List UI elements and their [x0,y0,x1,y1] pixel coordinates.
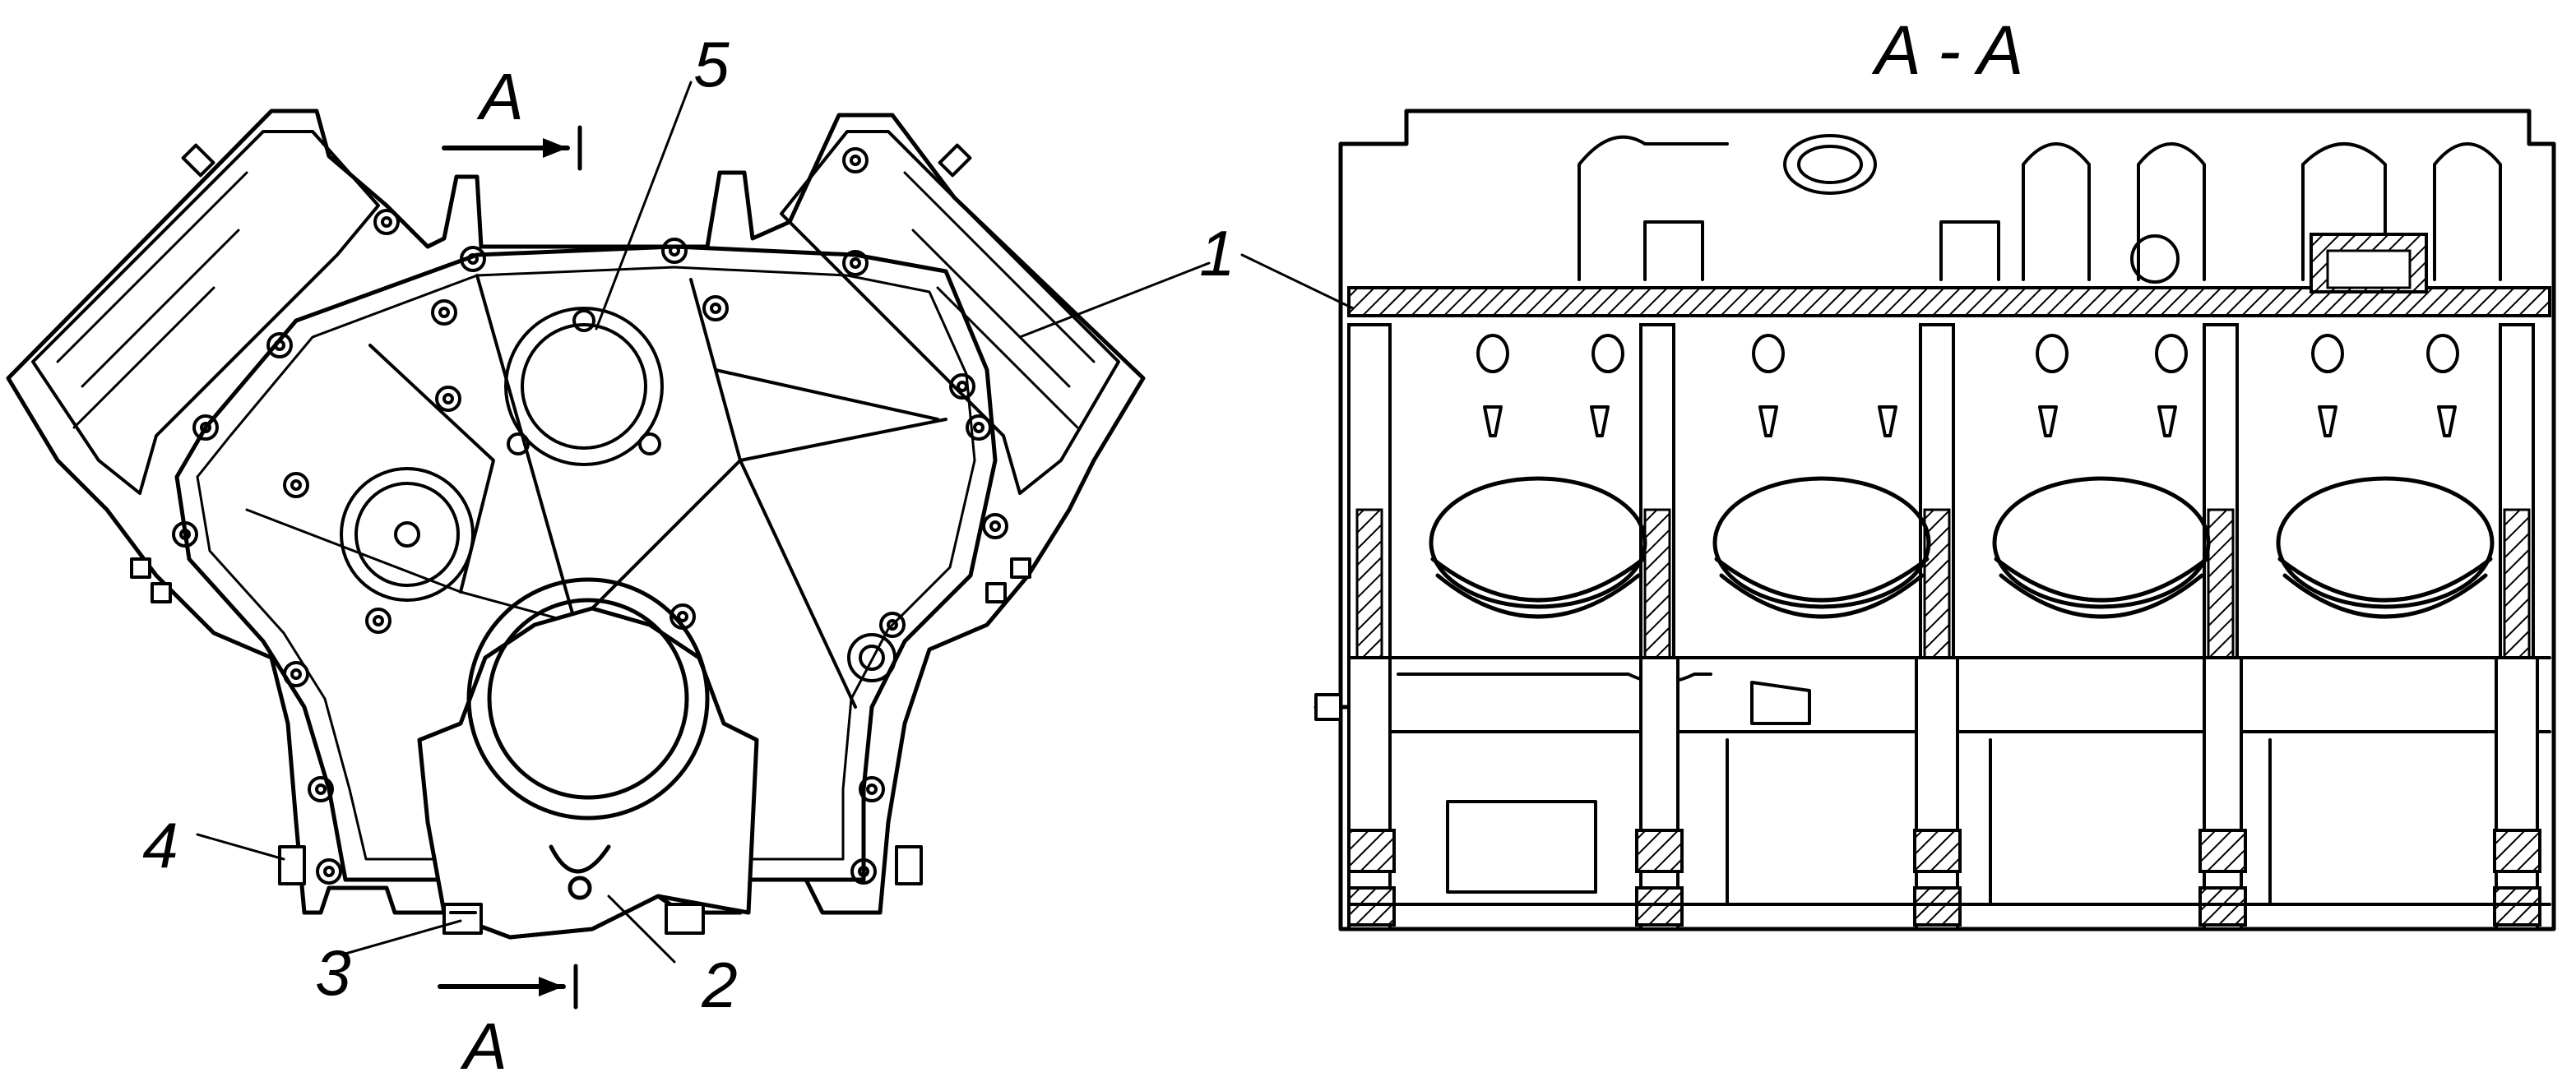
section-arrow-bottom: A [438,964,578,1077]
front-view: A A 5 4 3 2 [6,28,1211,1077]
bolt-4 [278,845,306,885]
bolt-bosses [172,147,1008,885]
callout-5: 5 [693,28,730,100]
section-title: A - A [1871,12,2023,89]
small-boss [847,633,897,682]
section-arrow-top: A [442,60,582,171]
camshaft-seal-bore [504,307,664,466]
bolt-3 [442,903,483,935]
callout-4: 4 [142,809,178,881]
left-bank [31,130,380,495]
main-bearing-webs [1347,656,2541,931]
section-outline [1338,109,2556,931]
rear-seal-retainer [417,577,759,940]
head-bolt-holes [1476,334,2459,373]
section-mark-top: A [476,60,523,133]
callout-2: 2 [701,949,737,1021]
block-outline [6,109,1146,940]
idler-pulley [340,467,475,602]
right-bank [780,130,1120,495]
callout-3: 3 [315,936,350,1009]
section-view: A - A [1199,12,2556,931]
cylinder-bores [1429,476,2495,619]
section-mark-bottom: A [460,1010,507,1077]
callout-1: 1 [1199,217,1235,289]
